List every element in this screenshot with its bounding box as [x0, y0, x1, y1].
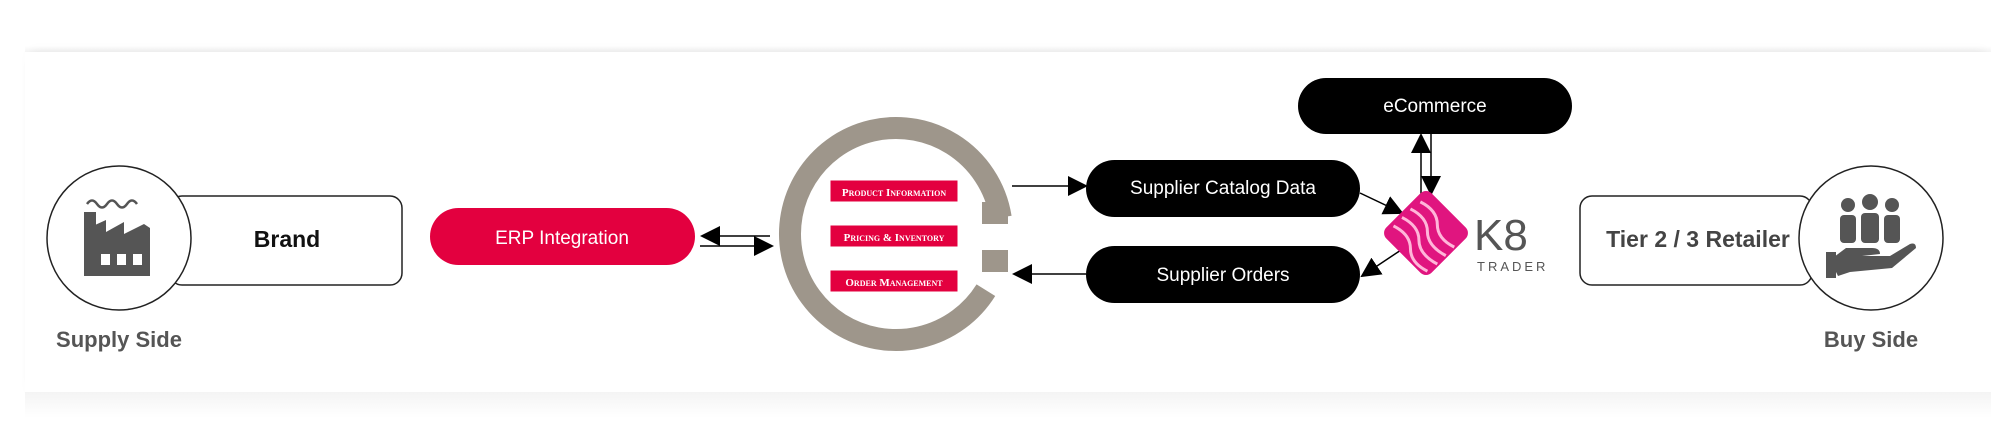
- hub-item-label: Product Information: [842, 187, 946, 199]
- brand-node: Brand Supply Side: [46, 165, 403, 352]
- factory-icon: [84, 199, 150, 276]
- hub-item-label: Pricing & Inventory: [844, 232, 945, 244]
- supplier-orders-node: Supplier Orders: [1086, 246, 1360, 303]
- hub-item-order-management: Order Management: [829, 269, 959, 293]
- erp-label: ERP Integration: [495, 228, 629, 249]
- hub-tag-3: [829, 269, 959, 293]
- hub-item-product-information: Product Information: [829, 179, 959, 203]
- arrow-k8-to-orders: [1360, 247, 1405, 278]
- supply-side-label: Supply Side: [56, 327, 182, 352]
- hub-ring-cap-bottom: [982, 250, 1008, 272]
- panel-bottom-shadow: [25, 392, 1991, 418]
- catalog-pill: [1086, 160, 1360, 217]
- panel-top-shadow: [25, 46, 1991, 54]
- retailer-node: Tier 2 / 3 Retailer Buy Side: [1579, 165, 1944, 352]
- k8-logo-subtext: TRADER: [1477, 259, 1548, 274]
- catalog-label: Supplier Catalog Data: [1130, 178, 1316, 199]
- ecommerce-node: eCommerce: [1298, 78, 1572, 134]
- erp-integration-node: ERP Integration: [430, 208, 695, 265]
- hub-ring-gap: [990, 224, 1008, 250]
- k8-logo-text: K8: [1474, 211, 1528, 260]
- hub-tag-2: [829, 224, 959, 248]
- ecommerce-pill: [1298, 78, 1572, 134]
- buy-side-label: Buy Side: [1824, 327, 1918, 352]
- supplier-catalog-data-node: Supplier Catalog Data: [1086, 160, 1360, 217]
- hub-tag-1: [829, 179, 959, 203]
- k8-logo-mark: [1384, 191, 1468, 275]
- arrow-catalog-to-k8: [1359, 192, 1404, 215]
- orders-pill: [1086, 246, 1360, 303]
- retailer-label: Tier 2 / 3 Retailer: [1606, 226, 1790, 252]
- erp-pill: [430, 208, 695, 265]
- retailer-hand-icon: [1826, 194, 1916, 278]
- hub-item-pricing-inventory: Pricing & Inventory: [829, 224, 959, 248]
- hub-item-label: Order Management: [845, 277, 943, 289]
- ecommerce-label: eCommerce: [1383, 96, 1486, 117]
- brand-label: Brand: [254, 226, 320, 252]
- k8-trader-logo: K8 TRADER: [1384, 191, 1548, 275]
- hub-ring-cap-top: [982, 202, 1008, 224]
- orders-label: Supplier Orders: [1156, 265, 1289, 286]
